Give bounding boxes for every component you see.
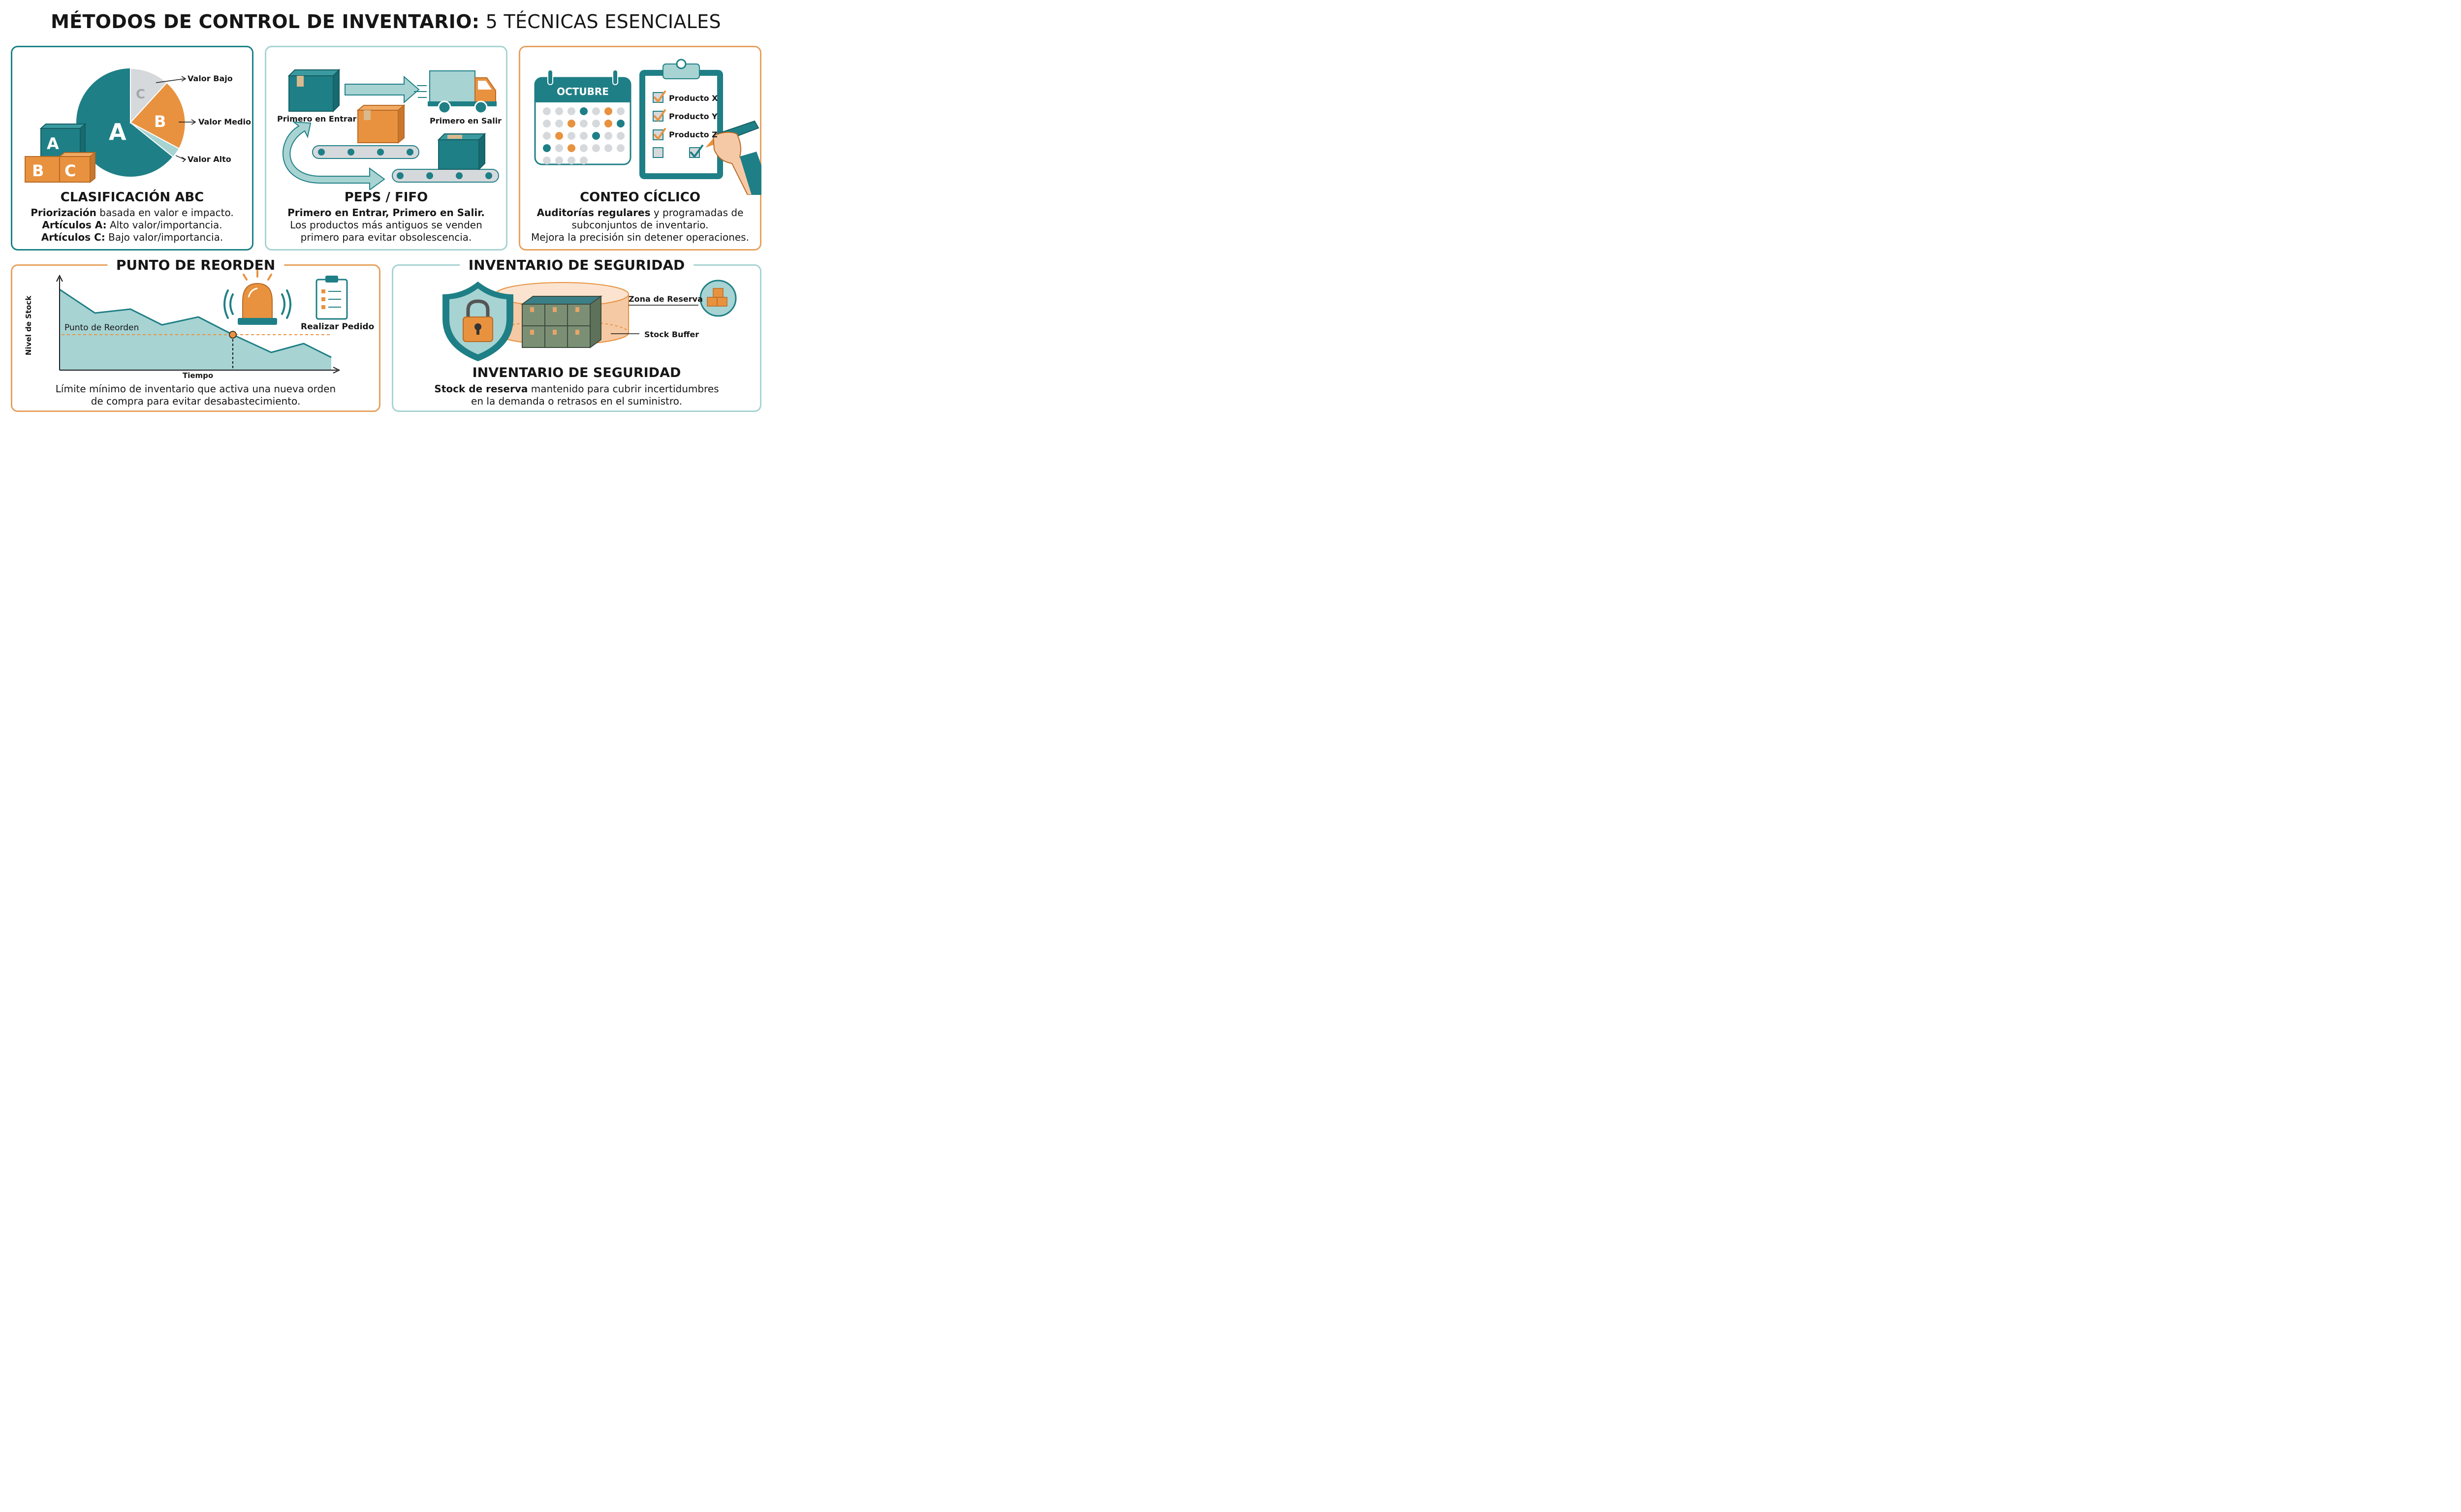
pie-slice-c [130,67,168,124]
calendar-day-dot [604,120,612,127]
pie-slice-b [129,82,186,150]
calendar-day-dot [604,107,612,115]
calendar-day-dot [555,132,563,140]
pie-letter-a: A [109,119,126,145]
calendar-day-dot [555,120,563,127]
label-valor-alto: Valor Alto [188,155,231,164]
calendar-day-dot [555,157,563,164]
box-letter-b: B [32,161,44,180]
calendar-month: OCTUBRE [557,86,609,97]
calendar-day-dot [580,157,588,164]
calendar-day-dot [604,144,612,152]
reorder-ylabel: Nivel de Stock [24,295,33,355]
safety-illustration [442,280,737,361]
calendar-day-dot [617,120,625,127]
pie-letter-b: B [154,112,166,131]
cycle-count-card: OCTUBRE Producto X Producto Y Producto Z… [519,46,761,251]
calendar-day-dot [604,132,612,140]
pie-slice-high [130,122,180,158]
calendar-day-dot [580,144,588,152]
safety-heading-top: INVENTARIO DE SEGURIDAD [459,257,694,273]
calendar-day-dot [617,144,625,152]
calendar-day-dot [543,120,551,127]
calendar-day-dot [580,120,588,127]
cycle-count-description: Auditorías regulares y programadas de su… [531,207,749,243]
calendar-day-dot [568,157,575,164]
calendar-day-dot [568,107,575,115]
calendar-day-dot [592,107,600,115]
page-title: MÉTODOS DE CONTROL DE INVENTARIO: 5 TÉCN… [51,11,721,32]
checklist-item-2: Producto Z [669,130,718,139]
fifo-illustration [283,68,499,190]
calendar-day-dot [555,107,563,115]
calendar-day-dot [592,120,600,127]
safety-heading: INVENTARIO DE SEGURIDAD [472,365,681,380]
abc-heading: CLASIFICACIÓN ABC [60,190,204,205]
cycle-count-illustration [534,59,761,195]
calendar-day-dot [543,144,551,152]
infographic: MÉTODOS DE CONTROL DE INVENTARIO: 5 TÉCN… [0,0,772,421]
label-valor-bajo: Valor Bajo [188,74,233,83]
calendar-day-dot [543,157,551,164]
box-letter-c: C [64,161,76,180]
fifo-card: Primero en Entrar Primero en Salir PEPS … [265,46,507,251]
abc-description: Priorización basada en valor e impacto. … [31,207,234,243]
abc-illustration: A B C A B C [25,67,196,184]
calendar-day-dot [592,144,600,152]
abc-boxes: A B C [25,123,96,184]
truck [414,70,497,114]
label-valor-medio: Valor Medio [198,117,251,126]
label-primero-en-entrar: Primero en Entrar [277,114,357,124]
label-primero-en-salir: Primero en Salir [430,116,502,126]
reorder-card: PUNTO DE REORDEN [11,257,380,412]
label-zona-de-reserva: Zona de Reserva [629,294,703,304]
label-stock-buffer: Stock Buffer [644,330,699,339]
calendar-day-dot [568,144,575,152]
cycle-count-heading: CONTEO CÍCLICO [580,190,700,205]
box-letter-a: A [47,134,59,153]
reorder-xlabel: Tiempo [183,371,214,380]
reorder-description: Límite mínimo de inventario que activa u… [55,383,336,407]
safety-description: Stock de reserva mantenido para cubrir i… [434,383,719,407]
abc-card: A B C A B C Valor Bajo [11,46,253,251]
calendar-day-dot [555,144,563,152]
calendar-day-dot [617,107,625,115]
reorder-chart [56,270,348,374]
calendar-day-dot [568,132,575,140]
calendar-day-dot [543,107,551,115]
fifo-description: Primero en Entrar, Primero en Salir. Los… [287,207,485,243]
checklist-item-1: Producto Y [669,112,718,121]
safety-card: INVENTARIO DE SEGURIDAD [392,257,761,412]
calendar-day-dot [568,120,575,127]
reorder-heading: PUNTO DE REORDEN [107,257,284,273]
calendar-day-dot [592,132,600,140]
calendar-day-dot [617,132,625,140]
calendar-day-dot [580,107,588,115]
fifo-heading: PEPS / FIFO [344,190,428,205]
reorder-threshold-label: Punto de Reorden [64,323,139,333]
checklist-item-0: Producto X [669,94,718,103]
reorder-order-label: Realizar Pedido [301,322,375,332]
calendar-day-dot [580,132,588,140]
pie-letter-c: C [136,87,145,102]
calendar-day-dot [543,132,551,140]
